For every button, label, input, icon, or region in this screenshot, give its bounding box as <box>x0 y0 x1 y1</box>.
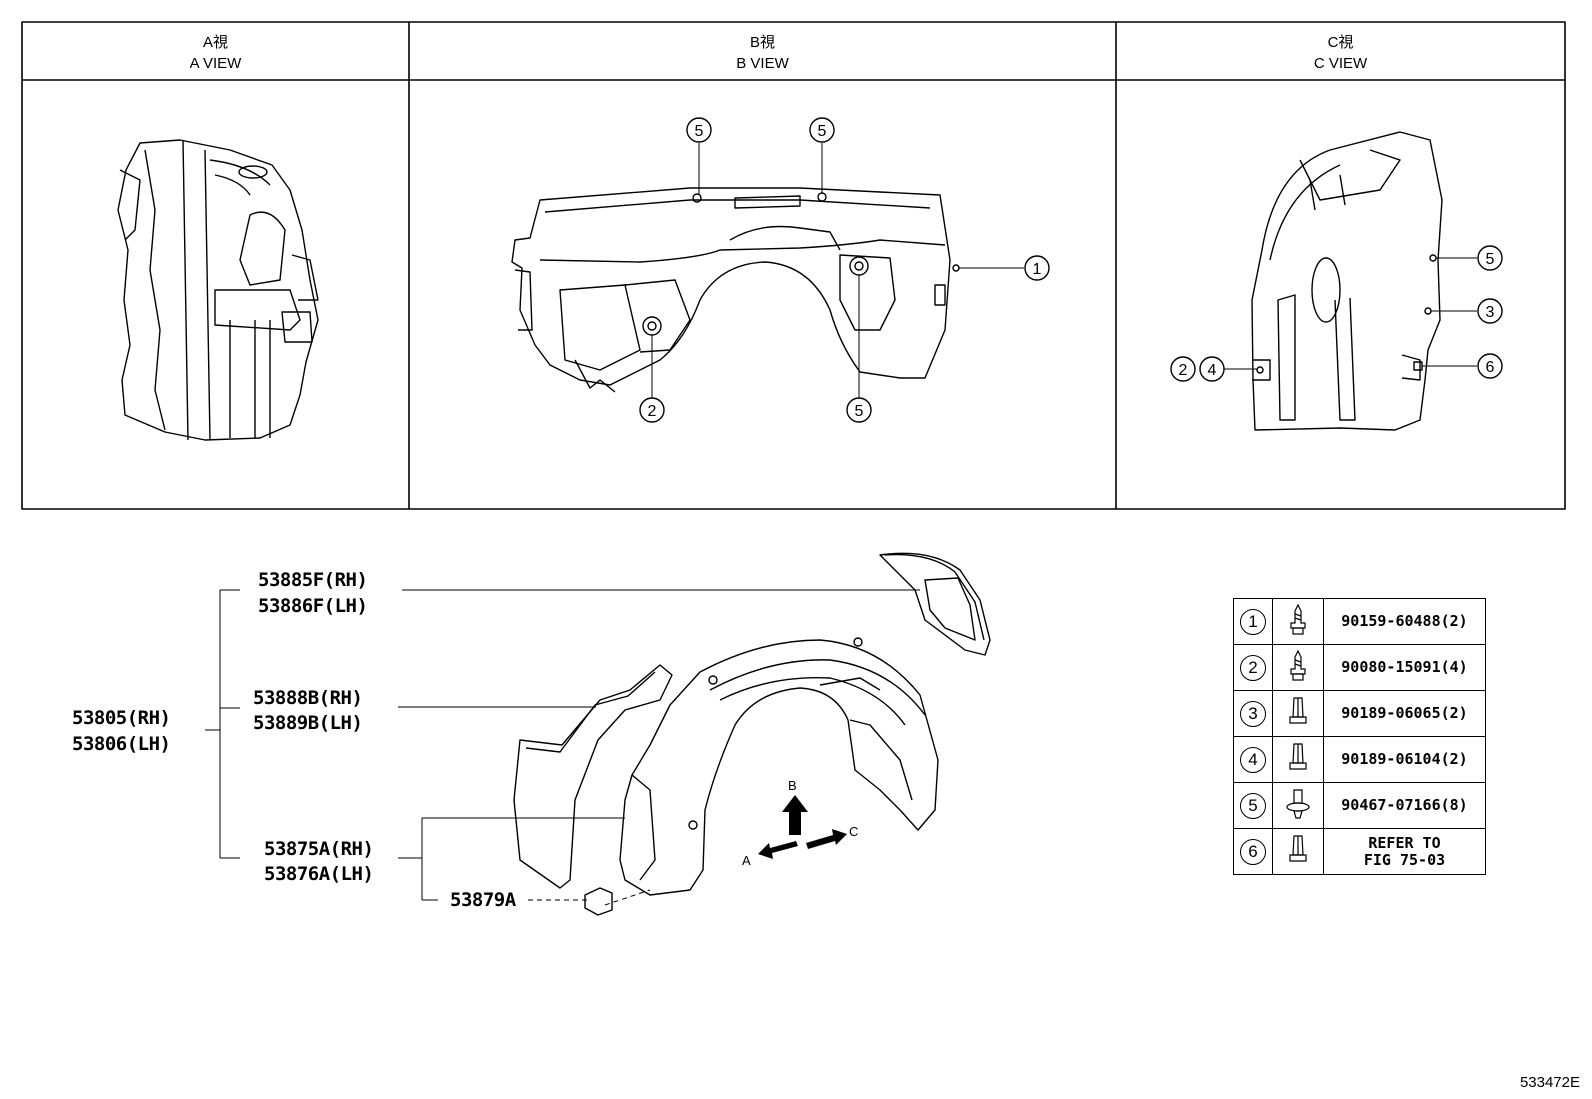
legend-part: 90159-60488(2) <box>1323 598 1486 645</box>
c-view-header: C視 C VIEW <box>1116 22 1565 80</box>
c-callout-4: 4 <box>1208 362 1217 379</box>
part-liner-a-lh: 53876A(LH) <box>264 863 374 885</box>
legend-row: 2 90080-15091(4) <box>1233 644 1486 691</box>
legend-part: 90080-15091(4) <box>1323 644 1486 691</box>
view-panels <box>21 21 1566 510</box>
c-view-jp: C視 <box>1327 34 1354 51</box>
c-callout-3: 3 <box>1486 304 1495 321</box>
legend-part: 90189-06065(2) <box>1323 690 1486 737</box>
legend-num: 3 <box>1240 700 1266 727</box>
part-liner-a-rh: 53875A(RH) <box>264 838 374 860</box>
b-view-drawing <box>511 187 960 393</box>
part-main-rh: 53805(RH) <box>72 707 171 729</box>
clip-drawing <box>584 887 613 916</box>
legend-num: 4 <box>1240 746 1266 773</box>
part-liner-b-rh: 53888B(RH) <box>253 687 363 709</box>
c-callout-2: 2 <box>1179 362 1188 379</box>
figure-number: 533472E <box>1519 1074 1580 1091</box>
c-callout-6: 6 <box>1486 359 1495 376</box>
b-callout-5b: 5 <box>818 123 827 140</box>
legend-num: 2 <box>1240 654 1266 681</box>
c-view-callouts <box>1170 245 1503 382</box>
b-view-jp: B視 <box>749 34 775 51</box>
clip-icon <box>1272 782 1324 829</box>
b-view-callouts <box>639 117 1050 423</box>
b-view-leaders <box>651 143 1024 398</box>
arrow-c-icon <box>806 829 847 849</box>
legend-num: 5 <box>1240 792 1266 819</box>
a-view-en: A VIEW <box>189 55 242 72</box>
arrow-c-label: C <box>849 824 858 839</box>
b-view-header: B視 B VIEW <box>409 22 1116 80</box>
legend-row: 1 90159-60488(2) <box>1233 598 1486 645</box>
arrow-a-label: A <box>742 853 751 868</box>
assembly-leader-lines <box>205 589 920 906</box>
fastener-legend: 1 90159-60488(2) 2 90080-15091(4) 3 9018… <box>1233 598 1486 875</box>
arrow-a-icon <box>758 841 798 859</box>
b-callout-1: 1 <box>1033 261 1042 278</box>
b-view-en: B VIEW <box>736 55 789 72</box>
part-liner-f-lh: 53886F(LH) <box>258 595 368 617</box>
nut-icon <box>1272 736 1324 783</box>
arrow-b-icon <box>782 795 808 835</box>
b-callout-5c: 5 <box>855 403 864 420</box>
part-liner-f-rh: 53885F(RH) <box>258 569 368 591</box>
b-callout-5a: 5 <box>695 123 704 140</box>
nut-icon <box>1272 690 1324 737</box>
part-clip: 53879A <box>450 889 516 911</box>
legend-row: 4 90189-06104(2) <box>1233 736 1486 783</box>
c-view-en: C VIEW <box>1313 55 1368 72</box>
screw-icon <box>1272 644 1324 691</box>
legend-part-line2: FIG 75-03 <box>1363 850 1446 869</box>
screw-icon <box>1272 598 1324 645</box>
part-main-lh: 53806(LH) <box>72 733 171 755</box>
legend-part: 90189-06104(2) <box>1323 736 1486 783</box>
legend-part-line1: REFER TO <box>1368 833 1441 852</box>
a-view-drawing <box>117 139 319 441</box>
liner-f-drawing <box>879 552 991 656</box>
c-view-leaders <box>1224 257 1477 370</box>
liner-b-drawing <box>513 664 673 889</box>
c-view-drawing <box>1251 131 1443 431</box>
legend-part: 90467-07166(8) <box>1323 782 1486 829</box>
c-callout-5: 5 <box>1486 251 1495 268</box>
legend-row: 5 90467-07166(8) <box>1233 782 1486 829</box>
arrow-b-label: B <box>788 778 797 793</box>
liner-a-drawing <box>619 637 939 896</box>
legend-num: 1 <box>1240 608 1266 635</box>
a-view-jp: A視 <box>202 34 228 51</box>
legend-num: 6 <box>1240 838 1266 865</box>
direction-arrows <box>758 795 847 859</box>
legend-row: 6 REFER TO FIG 75-03 <box>1233 828 1486 875</box>
a-view-header: A視 A VIEW <box>22 22 409 80</box>
part-liner-b-lh: 53889B(LH) <box>253 712 363 734</box>
b-callout-2: 2 <box>648 403 657 420</box>
legend-row: 3 90189-06065(2) <box>1233 690 1486 737</box>
legend-part: REFER TO FIG 75-03 <box>1323 828 1486 875</box>
nut-icon <box>1272 828 1324 875</box>
